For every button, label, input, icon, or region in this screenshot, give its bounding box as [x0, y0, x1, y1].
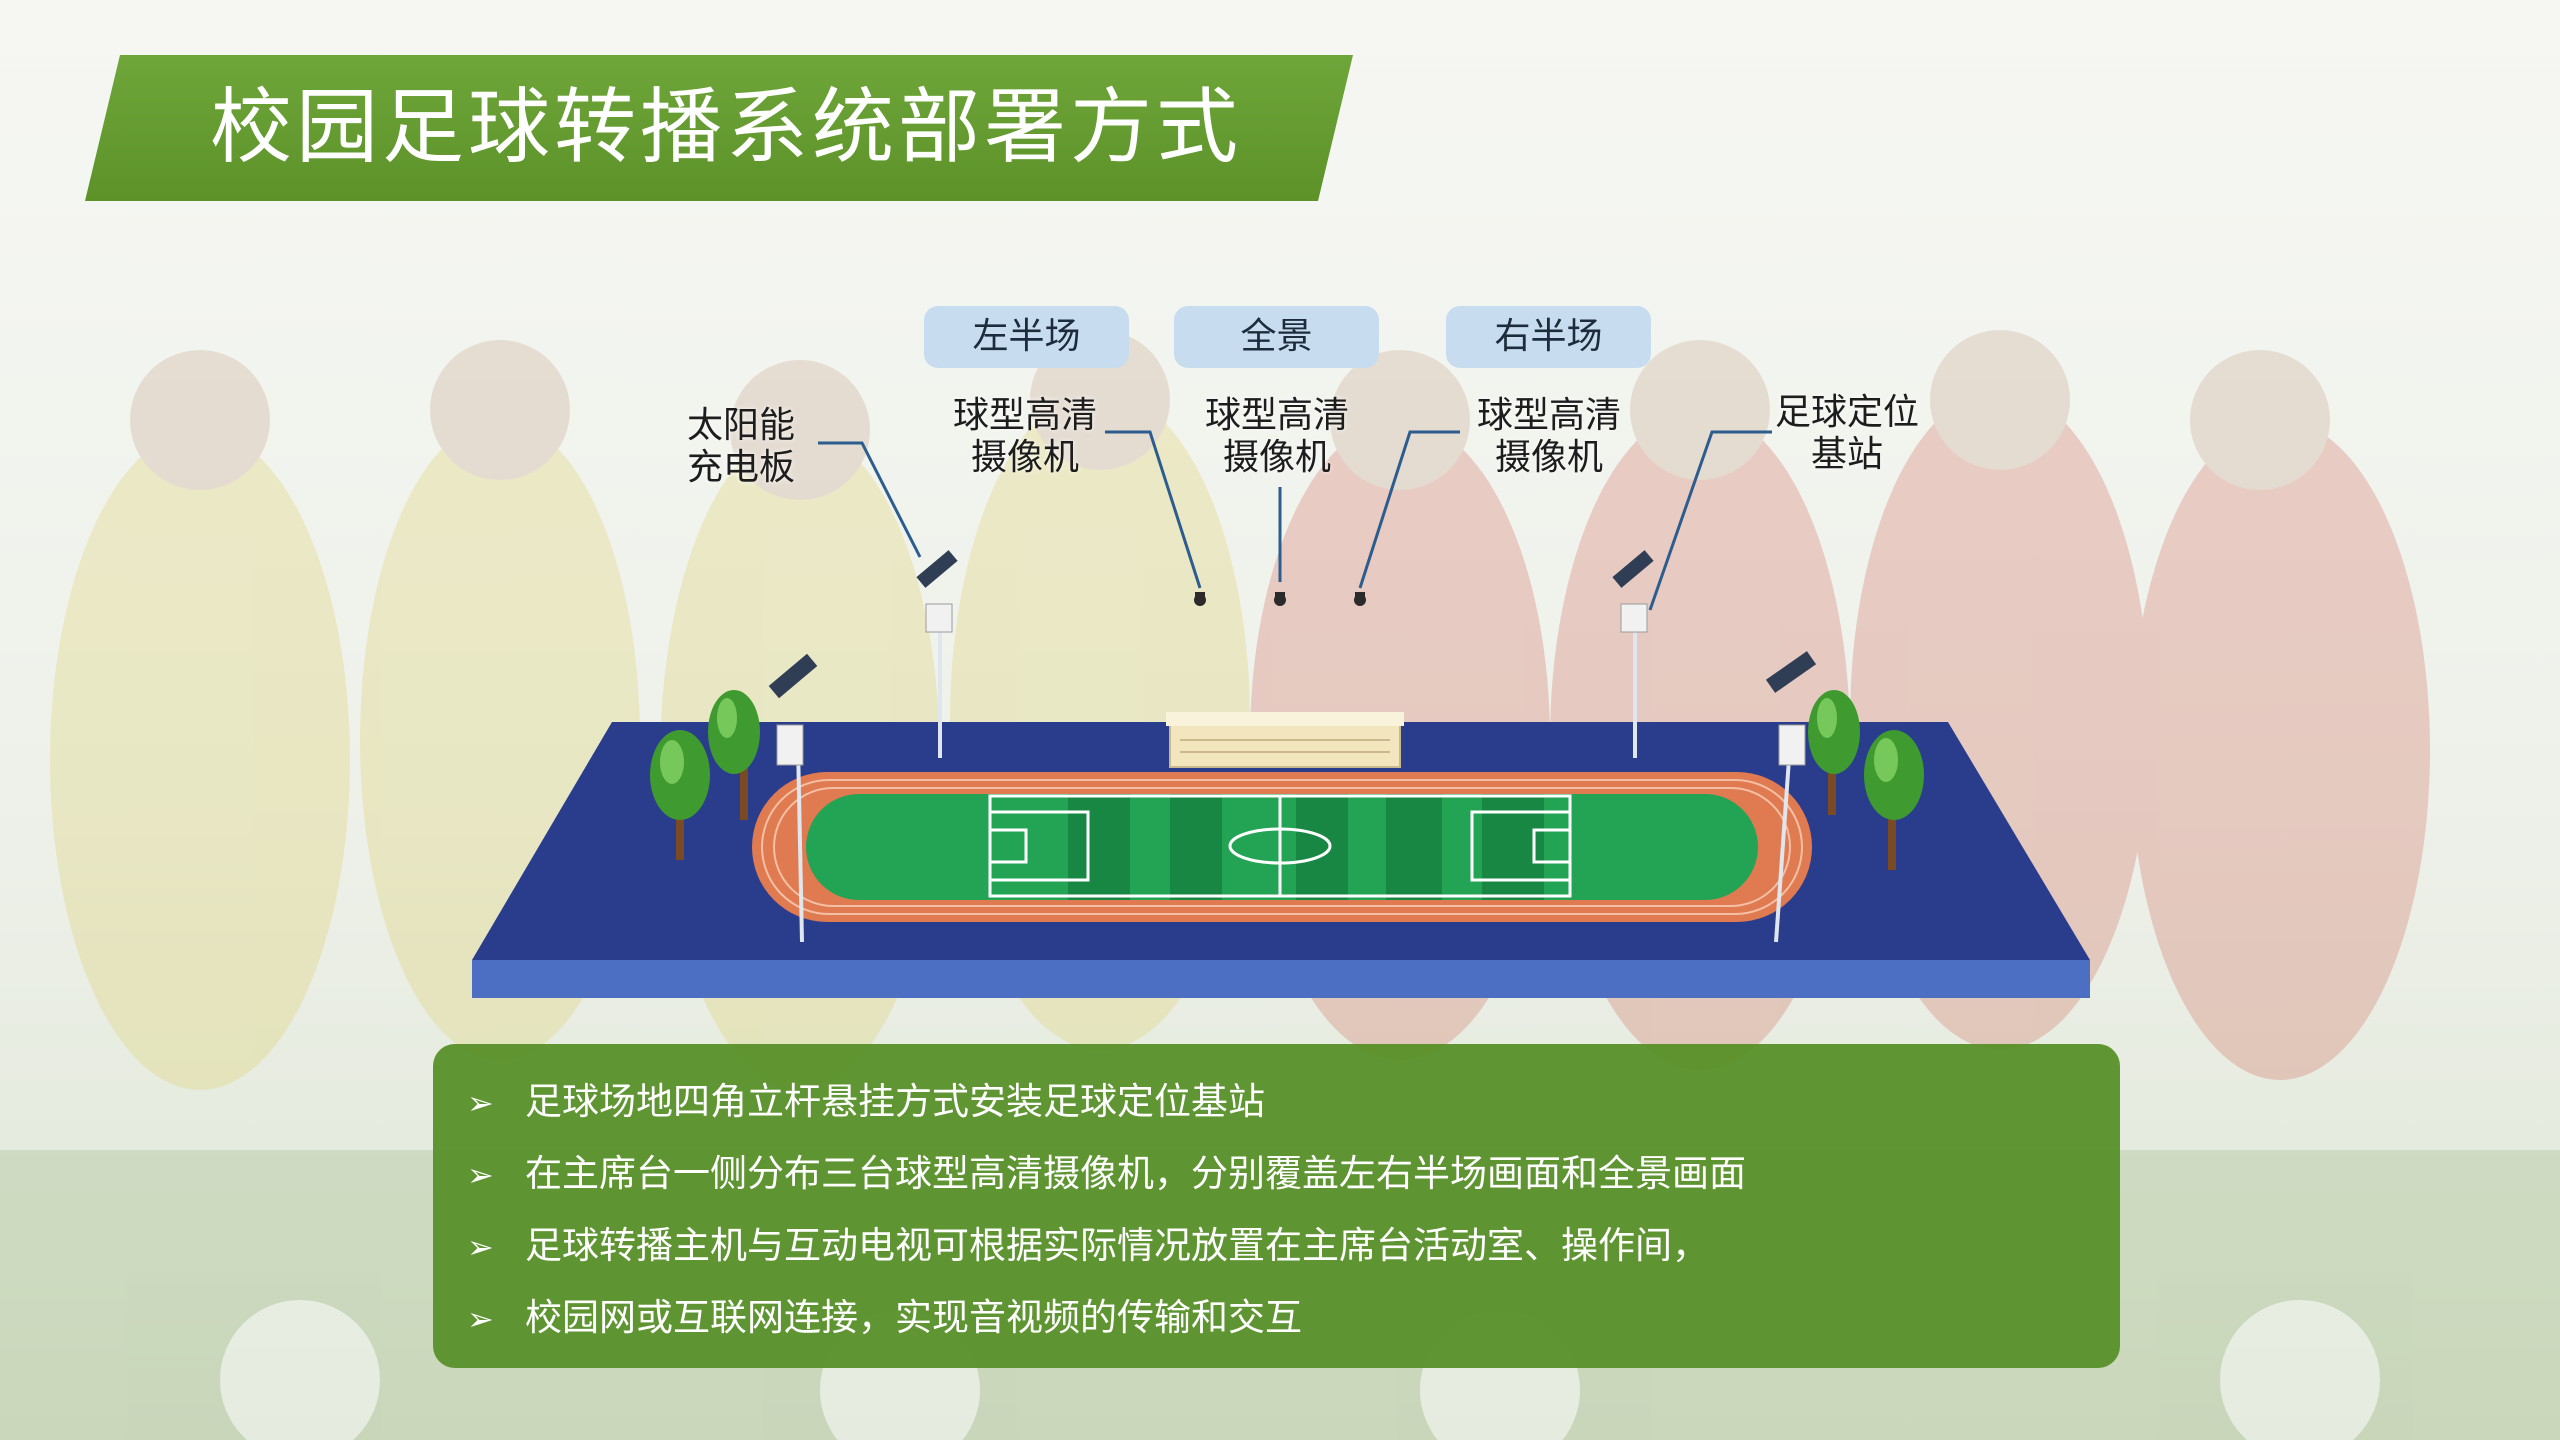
dome-camera-icon — [1354, 592, 1366, 606]
tag-panorama: 全景 — [1174, 306, 1379, 368]
base-station-pole — [1612, 550, 1654, 758]
solar-panel-label: 太阳能 充电板 — [686, 405, 795, 488]
field-stripes — [1068, 794, 1544, 900]
track-lanes-inner — [773, 787, 1791, 907]
field-lines — [988, 794, 1572, 898]
tag-right-half: 右半场 — [1446, 306, 1651, 368]
dome-camera-icon — [1194, 592, 1206, 606]
solar-panel-icon — [1612, 550, 1654, 588]
list-item: ➢在主席台一侧分布三台球型高清摄像机，分别覆盖左右半场画面和全景画面 — [467, 1138, 2086, 1210]
list-item: ➢校园网或互联网连接，实现音视频的传输和交互 — [467, 1282, 2086, 1354]
page-title: 校园足球转播系统部署方式 — [210, 80, 1243, 175]
tree-icon — [708, 690, 760, 820]
leader-line-cam-left — [1105, 430, 1202, 589]
camera-label-left: 球型高清 摄像机 — [952, 395, 1097, 478]
solar-panel-icon — [916, 550, 958, 588]
solar-panel-icon — [1765, 651, 1817, 693]
deployment-notes: ➢足球场地四角立杆悬挂方式安装足球定位基站 ➢在主席台一侧分布三台球型高清摄像机… — [433, 1044, 2120, 1368]
tree-icon — [1864, 730, 1924, 870]
base-station-label: 足球定位 基站 — [1774, 392, 1919, 475]
ground-platform-edge — [472, 960, 2090, 998]
tree-icon — [1808, 690, 1860, 815]
football-field — [806, 794, 1758, 900]
base-station-pole — [916, 550, 958, 758]
base-station-pole — [768, 653, 818, 943]
leader-line-base — [1648, 430, 1772, 611]
base-station-pole — [1765, 651, 1817, 943]
leader-line-solar — [818, 441, 922, 558]
track-lanes-outer — [761, 779, 1803, 915]
list-item: ➢足球转播主机与互动电视可根据实际情况放置在主席台活动室、操作间， — [467, 1210, 2086, 1282]
arrowhead-icon: ➢ — [467, 1084, 494, 1122]
title-banner — [85, 55, 1353, 201]
tag-left-half: 左半场 — [924, 306, 1129, 368]
dome-camera-icon — [1274, 592, 1286, 606]
leader-line-cam-right — [1358, 430, 1460, 589]
arrowhead-icon: ➢ — [467, 1228, 494, 1266]
arrowhead-icon: ➢ — [467, 1300, 494, 1338]
camera-label-right: 球型高清 摄像机 — [1476, 395, 1621, 478]
arrowhead-icon: ➢ — [467, 1156, 494, 1194]
camera-label-center: 球型高清 摄像机 — [1204, 395, 1349, 478]
list-item: ➢足球场地四角立杆悬挂方式安装足球定位基站 — [467, 1066, 2086, 1138]
tree-icon — [650, 730, 710, 860]
solar-panel-icon — [768, 653, 818, 699]
